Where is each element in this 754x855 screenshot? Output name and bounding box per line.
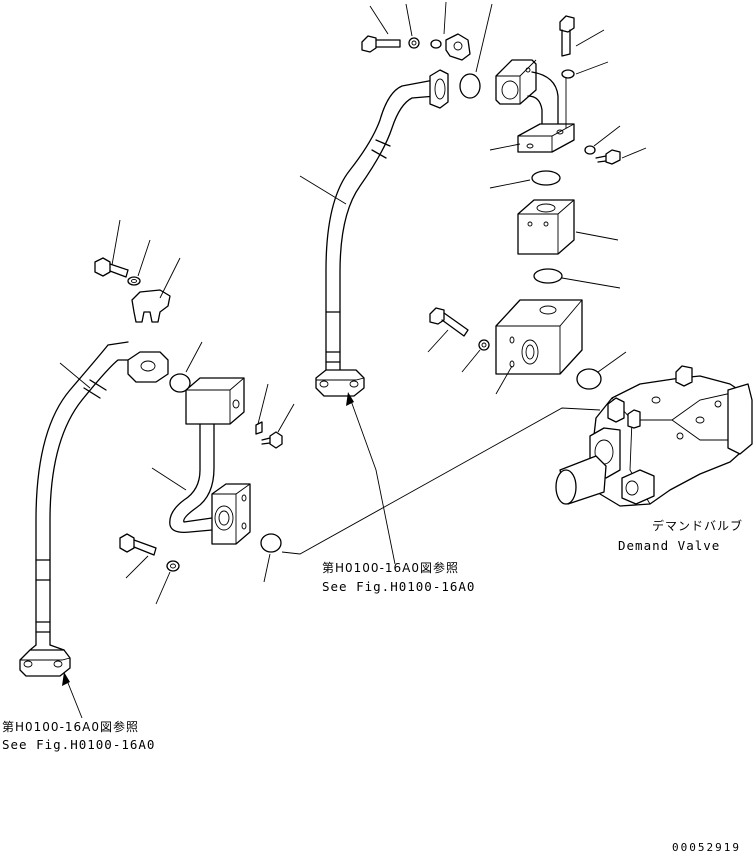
drawing-code: 00052919 xyxy=(672,841,741,854)
demand-valve xyxy=(555,365,753,507)
top-hose-assembly xyxy=(299,1,493,565)
left-reference-label-jp: 第H0100-16A0図参照 xyxy=(2,719,139,734)
center-adapter-assembly xyxy=(119,377,295,605)
demand-valve-label-en: Demand Valve xyxy=(618,538,720,553)
demand-valve-label-jp: デマンドバルブ xyxy=(652,518,743,533)
center-reference-label-en: See Fig.H0100-16A0 xyxy=(322,579,475,594)
left-hose-assembly xyxy=(19,219,203,719)
left-reference-label-en: See Fig.H0100-16A0 xyxy=(2,737,155,752)
elbow-assembly xyxy=(489,15,647,165)
center-reference-label-jp: 第H0100-16A0図参照 xyxy=(322,560,459,575)
leader-to-valve xyxy=(281,407,601,555)
block-stack xyxy=(427,170,627,395)
